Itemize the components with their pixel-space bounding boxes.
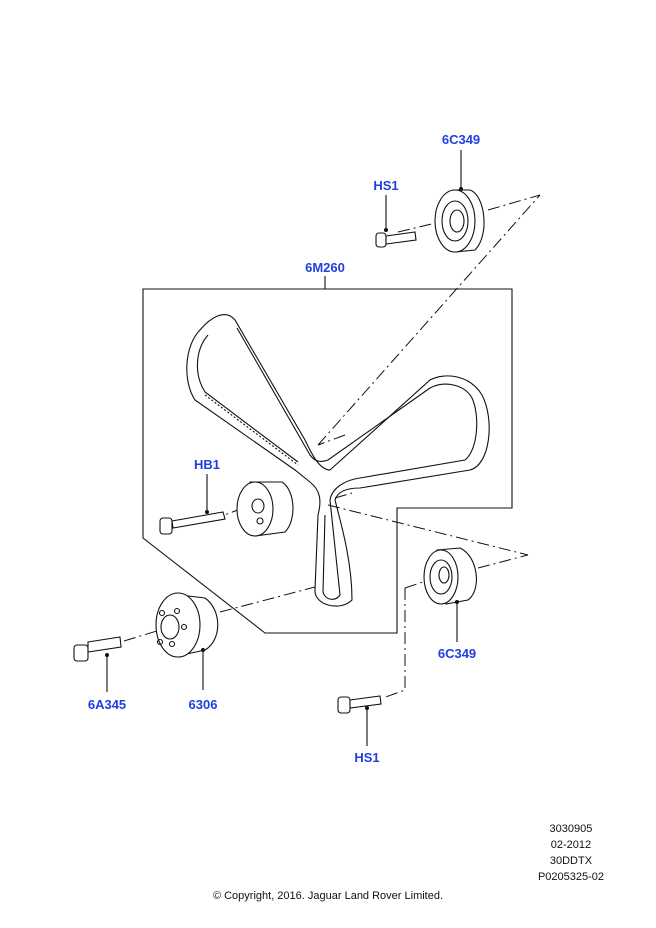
meta-illustration-number: 3030905 (549, 823, 593, 835)
crankshaft-sprocket[interactable] (155, 592, 219, 658)
callout-6M260[interactable]: 6M260 (305, 260, 345, 275)
callout-6A345[interactable]: 6A345 (87, 697, 127, 712)
callout-6306[interactable]: 6306 (188, 697, 218, 712)
bolt-top[interactable] (375, 228, 417, 248)
projection-line (219, 586, 316, 613)
callout-HS1-bottom[interactable]: HS1 (354, 750, 380, 765)
idler-pulley-top[interactable] (434, 187, 485, 253)
projection-line (123, 629, 161, 642)
meta-reference: P0205325-02 (537, 871, 604, 883)
idler-pulley-bottom[interactable] (423, 547, 477, 605)
projection-line (334, 492, 353, 499)
meta-engine-code: 30DDTX (549, 855, 593, 867)
timing-belt[interactable] (186, 314, 490, 607)
meta-date: 02-2012 (550, 839, 592, 851)
projection-line (317, 194, 541, 446)
copyright-notice: © Copyright, 2016. Jaguar Land Rover Lim… (212, 890, 444, 902)
bolt-bottom[interactable] (337, 695, 382, 714)
callout-6C349-top[interactable]: 6C349 (441, 132, 481, 147)
crankshaft-bolt[interactable] (73, 636, 122, 662)
kit-boundary (142, 288, 513, 634)
projection-line (487, 194, 541, 211)
callout-6C349-bottom[interactable]: 6C349 (437, 646, 477, 661)
illustration-meta: 3030905 02-2012 30DDTX P0205325-02 (538, 821, 604, 885)
projection-line (327, 504, 529, 569)
tensioner-pulley[interactable] (236, 481, 294, 537)
tensioner-bolt[interactable] (159, 510, 226, 535)
callout-HB1[interactable]: HB1 (193, 457, 221, 472)
projection-line (382, 577, 436, 699)
callout-HS1-top[interactable]: HS1 (373, 178, 399, 193)
projection-line (397, 221, 441, 233)
